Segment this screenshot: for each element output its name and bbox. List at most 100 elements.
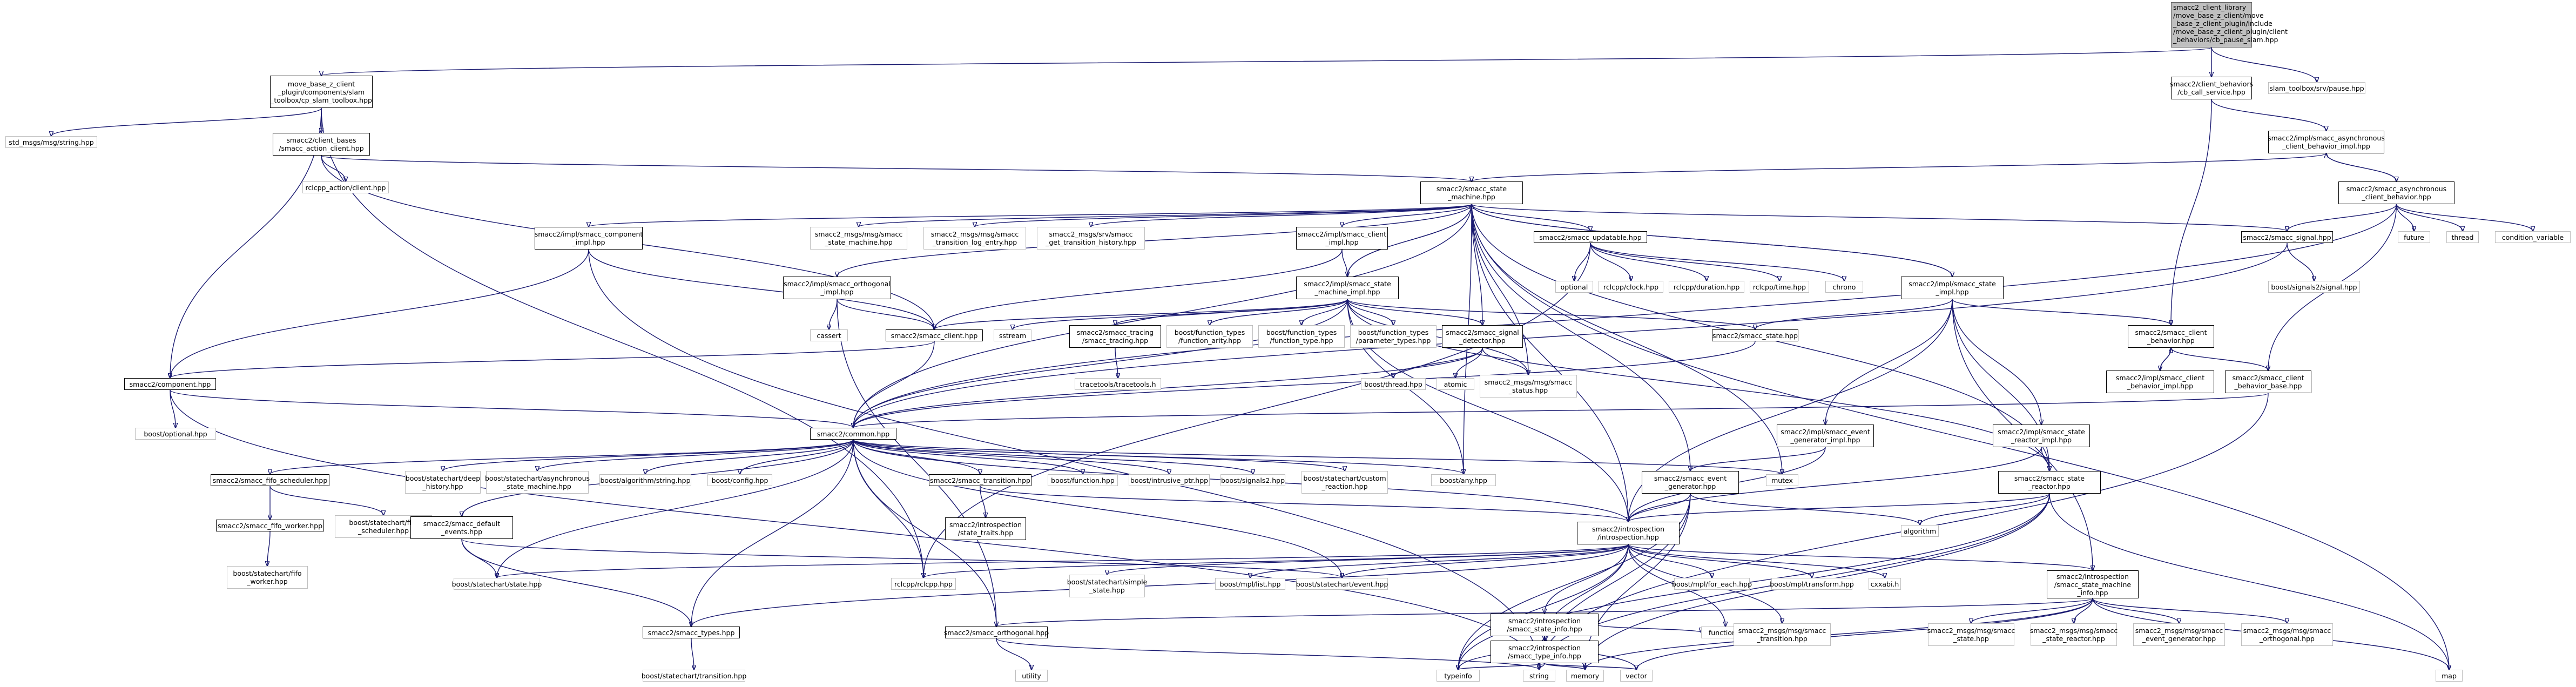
- node-slam-pause[interactable]: slam_toolbox/srv/pause.hpp: [2268, 82, 2365, 94]
- node-boost-thread[interactable]: boost/thread.hpp: [1361, 378, 1426, 390]
- edge-signal-detector-to-common: [853, 347, 1483, 428]
- node-smacc-client[interactable]: smacc2/smacc_client.hpp: [886, 329, 983, 341]
- node-fifo-worker[interactable]: smacc2/smacc_fifo_worker.hpp: [216, 520, 324, 531]
- node-state-reactor[interactable]: smacc2/smacc_state _reactor.hpp: [1998, 471, 2101, 494]
- node-boost-config[interactable]: boost/config.hpp: [707, 474, 772, 486]
- node-sstream[interactable]: sstream: [994, 329, 1031, 341]
- node-root[interactable]: smacc2_client_library /move_base_z_clien…: [2171, 2, 2288, 48]
- node-typeinfo[interactable]: typeinfo: [1437, 670, 1480, 682]
- node-orthogonal-impl[interactable]: smacc2/impl/smacc_orthogonal _impl.hpp: [783, 277, 891, 299]
- node-fifo-worker-sc[interactable]: boost/statechart/fifo _worker.hpp: [227, 566, 308, 589]
- node-state-traits[interactable]: smacc2/introspection /state_traits.hpp: [945, 517, 1026, 540]
- node-smacc-types[interactable]: smacc2/smacc_types.hpp: [643, 627, 740, 638]
- node-tracing[interactable]: smacc2/smacc_tracing /smacc_tracing.hpp: [1069, 325, 1161, 348]
- node-msg-state[interactable]: smacc2_msgs/msg/smacc _state.hpp: [1927, 623, 2015, 646]
- edge-state-impl-to-state-machine: [1472, 204, 1953, 277]
- node-deep-history[interactable]: boost/statechart/deep _history.hpp: [405, 471, 481, 494]
- node-msg-orth[interactable]: smacc2_msgs/msg/smacc _orthogonal.hpp: [2241, 623, 2333, 646]
- node-client-behavior[interactable]: smacc2/smacc_client _behavior.hpp: [2128, 325, 2214, 348]
- node-mpl-for-each[interactable]: boost/mpl/for_each.hpp: [1672, 578, 1752, 590]
- node-smacc-orthogonal[interactable]: smacc2/smacc_orthogonal.hpp: [944, 627, 1049, 638]
- node-sm-impl[interactable]: smacc2/impl/smacc_state _machine_impl.hp…: [1296, 277, 1399, 299]
- node-ft-param[interactable]: boost/function_types /parameter_types.hp…: [1350, 325, 1437, 348]
- node-intrusive-ptr[interactable]: boost/intrusive_ptr.hpp: [1129, 474, 1210, 486]
- node-rclcpp-clock[interactable]: rclcpp/clock.hpp: [1599, 281, 1663, 293]
- node-msg-sm[interactable]: smacc2_msgs/msg/smacc _state_machine.hpp: [810, 227, 907, 250]
- node-atomic[interactable]: atomic: [1437, 378, 1474, 390]
- node-fifo-sched[interactable]: smacc2/smacc_fifo_scheduler.hpp: [211, 474, 329, 486]
- node-slam-toolbox[interactable]: move_base_z_client _plugin/components/sl…: [270, 76, 373, 108]
- node-std-string[interactable]: std_msgs/msg/string.hpp: [5, 136, 97, 148]
- node-cxxabi[interactable]: cxxabi.h: [1869, 578, 1901, 590]
- node-string[interactable]: string: [1523, 670, 1555, 682]
- node-msg-reactor[interactable]: smacc2_msgs/msg/smacc _state_reactor.hpp: [2030, 623, 2118, 646]
- node-boost-any[interactable]: boost/any.hpp: [1431, 474, 1496, 486]
- node-signal-detector[interactable]: smacc2/smacc_signal _detector.hpp: [1442, 325, 1523, 348]
- node-cb-impl[interactable]: smacc2/impl/smacc_client _behavior_impl.…: [2106, 371, 2214, 393]
- node-mpl-list[interactable]: boost/mpl/list.hpp: [1215, 578, 1285, 590]
- node-component[interactable]: smacc2/component.hpp: [124, 378, 216, 390]
- node-msg-log[interactable]: smacc2_msgs/msg/smacc _transition_log_en…: [923, 227, 1026, 250]
- node-updatable[interactable]: smacc2/smacc_updatable.hpp: [1534, 231, 1647, 243]
- node-rclcpp-time[interactable]: rclcpp/time.hpp: [1750, 281, 1809, 293]
- node-signal[interactable]: smacc2/smacc_signal.hpp: [2241, 231, 2333, 243]
- node-custom-reaction[interactable]: boost/statechart/custom _reaction.hpp: [1302, 471, 1388, 494]
- node-cb-call-service[interactable]: smacc2/client_behaviors /cb_call_service…: [2170, 77, 2253, 99]
- node-boost-signal[interactable]: boost/signals2/signal.hpp: [2268, 281, 2360, 293]
- node-common[interactable]: smacc2/common.hpp: [810, 428, 896, 440]
- node-event-gen[interactable]: smacc2/smacc_event _generator.hpp: [1642, 471, 1739, 494]
- node-sc-state[interactable]: boost/statechart/state.hpp: [452, 578, 542, 590]
- node-async-impl[interactable]: smacc2/impl/smacc_asynchronous _client_b…: [2268, 131, 2385, 153]
- node-state-machine[interactable]: smacc2/smacc_state _machine.hpp: [1420, 181, 1523, 204]
- node-rclcpp-duration[interactable]: rclcpp/duration.hpp: [1669, 281, 1744, 293]
- edge-introspection-to-cxxabi: [1628, 544, 1885, 578]
- node-ft-type[interactable]: boost/function_types /function_type.hpp: [1258, 325, 1345, 348]
- node-rclcpp-action[interactable]: rclcpp_action/client.hpp: [302, 181, 389, 193]
- node-reactor-impl[interactable]: smacc2/impl/smacc_state _reactor_impl.hp…: [1993, 425, 2090, 447]
- node-chrono[interactable]: chrono: [1825, 281, 1863, 293]
- node-memory[interactable]: memory: [1566, 670, 1604, 682]
- node-event-gen-impl[interactable]: smacc2/impl/smacc_event _generator_impl.…: [1777, 425, 1874, 447]
- node-default-events[interactable]: smacc2/smacc_default _events.hpp: [410, 516, 513, 539]
- node-algo-string[interactable]: boost/algorithm/string.hpp: [599, 474, 691, 486]
- node-map[interactable]: map: [2436, 670, 2463, 682]
- node-cb-base[interactable]: smacc2/smacc_client _behavior_base.hpp: [2225, 371, 2311, 393]
- node-algorithm[interactable]: algorithm: [1901, 525, 1939, 537]
- node-sm-info[interactable]: smacc2/introspection /smacc_state_machin…: [2047, 570, 2139, 598]
- node-sc-event[interactable]: boost/statechart/event.hpp: [1296, 578, 1388, 590]
- node-async-sm[interactable]: boost/statechart/asynchronous _state_mac…: [485, 471, 590, 494]
- edge-updatable-to-optional: [1574, 243, 1591, 281]
- node-mpl-transform[interactable]: boost/mpl/transform.hpp: [1770, 578, 1854, 590]
- node-utility[interactable]: utility: [1015, 670, 1048, 682]
- node-state-impl[interactable]: smacc2/impl/smacc_state _impl.hpp: [1901, 277, 2004, 299]
- node-component-impl[interactable]: smacc2/impl/smacc_component _impl.hpp: [535, 227, 643, 250]
- edge-reactor-impl-to-introspection: [1628, 447, 2042, 522]
- node-msg-status[interactable]: smacc2_msgs/msg/smacc _status.hpp: [1480, 375, 1577, 398]
- node-future[interactable]: future: [2398, 231, 2430, 243]
- node-action-client[interactable]: smacc2/client_bases /smacc_action_client…: [273, 133, 370, 156]
- node-smacc-transition[interactable]: smacc2/smacc_transition.hpp: [929, 474, 1031, 486]
- node-boost-function[interactable]: boost/function.hpp: [1048, 474, 1118, 486]
- node-mutex[interactable]: mutex: [1766, 474, 1798, 486]
- node-msg-evgen[interactable]: smacc2_msgs/msg/smacc _event_generator.h…: [2133, 623, 2225, 646]
- node-thread[interactable]: thread: [2446, 231, 2479, 243]
- node-simple-state[interactable]: boost/statechart/simple _state.hpp: [1067, 575, 1147, 597]
- node-state-info[interactable]: smacc2/introspection /smacc_state_info.h…: [1491, 614, 1599, 636]
- node-ft-arity[interactable]: boost/function_types /function_arity.hpp: [1166, 325, 1253, 348]
- node-cassert[interactable]: cassert: [810, 329, 848, 341]
- node-type-info[interactable]: smacc2/introspection /smacc_type_info.hp…: [1491, 641, 1599, 663]
- node-async-cb[interactable]: smacc2/smacc_asynchronous _client_behavi…: [2338, 181, 2454, 204]
- node-client-impl[interactable]: smacc2/impl/smacc_client _impl.hpp: [1296, 227, 1388, 250]
- node-vector[interactable]: vector: [1620, 670, 1653, 682]
- node-smacc-state[interactable]: smacc2/smacc_state.hpp: [1712, 329, 1798, 341]
- node-condvar[interactable]: condition_variable: [2495, 231, 2571, 243]
- node-tracetools[interactable]: tracetools/tracetools.h: [1075, 378, 1161, 390]
- node-boost-optional[interactable]: boost/optional.hpp: [135, 428, 216, 440]
- node-optional[interactable]: optional: [1555, 281, 1593, 293]
- node-sc-transition[interactable]: boost/statechart/transition.hpp: [642, 670, 746, 682]
- node-msg-transition[interactable]: smacc2_msgs/msg/smacc _transition.hpp: [1734, 623, 1831, 646]
- node-rclcpp[interactable]: rclcpp/rclcpp.hpp: [891, 578, 956, 590]
- node-signals2[interactable]: boost/signals2.hpp: [1220, 474, 1285, 486]
- node-srv-hist[interactable]: smacc2_msgs/srv/smacc _get_transition_hi…: [1037, 227, 1145, 250]
- node-introspection[interactable]: smacc2/introspection /introspection.hpp: [1577, 522, 1680, 544]
